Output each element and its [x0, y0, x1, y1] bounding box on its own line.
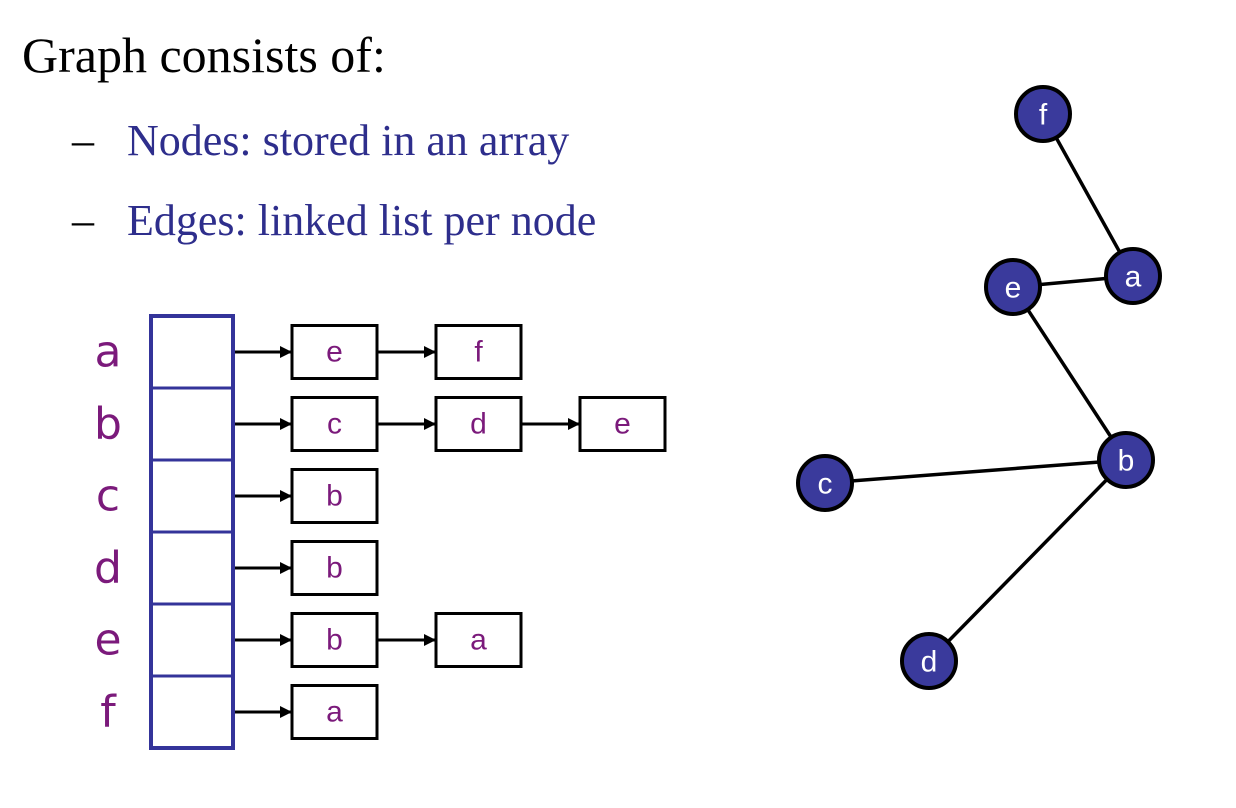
array-label-d: d [94, 543, 122, 594]
list-cell-label: a [326, 696, 343, 729]
list-cell-label: f [474, 336, 483, 369]
list-cell [290, 612, 379, 668]
graph-node-d [900, 632, 958, 690]
graph-node-label-e: e [1005, 272, 1022, 305]
list-cell [290, 684, 379, 740]
bullet-dash-1: – [71, 116, 95, 165]
array-label-c: c [96, 471, 120, 522]
list-cell-label: b [326, 480, 343, 513]
graph-node-f [1014, 85, 1072, 143]
list-cell [434, 396, 523, 452]
bullet-dash-2: – [71, 196, 95, 245]
list-cell [290, 324, 379, 380]
list-cell-label: e [614, 408, 631, 441]
list-cell [434, 612, 523, 668]
list-cell [578, 396, 667, 452]
list-cell-label: c [327, 408, 342, 441]
graph-edge-b-c [824, 458, 1127, 485]
graph-node-label-b: b [1118, 445, 1135, 478]
graph-node-a [1104, 247, 1162, 305]
graph-edge-f-a [1041, 113, 1135, 277]
bullet-nodes: Nodes: stored in an array [127, 116, 569, 165]
graph-node-label-a: a [1125, 261, 1142, 294]
list-cell [290, 540, 379, 596]
graph-node-label-f: f [1039, 99, 1048, 132]
graph-diagram: f a e b c d [796, 85, 1162, 690]
array-label-a: a [95, 327, 122, 378]
graph-node-label-c: c [818, 468, 833, 501]
list-cell-label: e [326, 336, 343, 369]
list-cell [290, 468, 379, 524]
array-label-b: b [94, 399, 122, 450]
slide-title: Graph consists of: [22, 27, 386, 83]
list-cell [434, 324, 523, 380]
array-label-e: e [94, 615, 121, 666]
graph-node-b [1097, 431, 1155, 489]
list-cell-label: b [326, 624, 343, 657]
graph-node-c [796, 454, 854, 512]
list-cell-label: d [470, 408, 487, 441]
graph-edge-e-b [1011, 286, 1128, 461]
list-cell [290, 396, 379, 452]
graph-node-e [984, 258, 1042, 316]
bullet-edges: Edges: linked list per node [127, 196, 596, 245]
list-cell-label: a [470, 624, 487, 657]
list-cell-label: b [326, 552, 343, 585]
array-label-f: f [100, 687, 117, 738]
graph-edge-b-d [927, 458, 1128, 663]
graph-node-label-d: d [921, 646, 938, 679]
